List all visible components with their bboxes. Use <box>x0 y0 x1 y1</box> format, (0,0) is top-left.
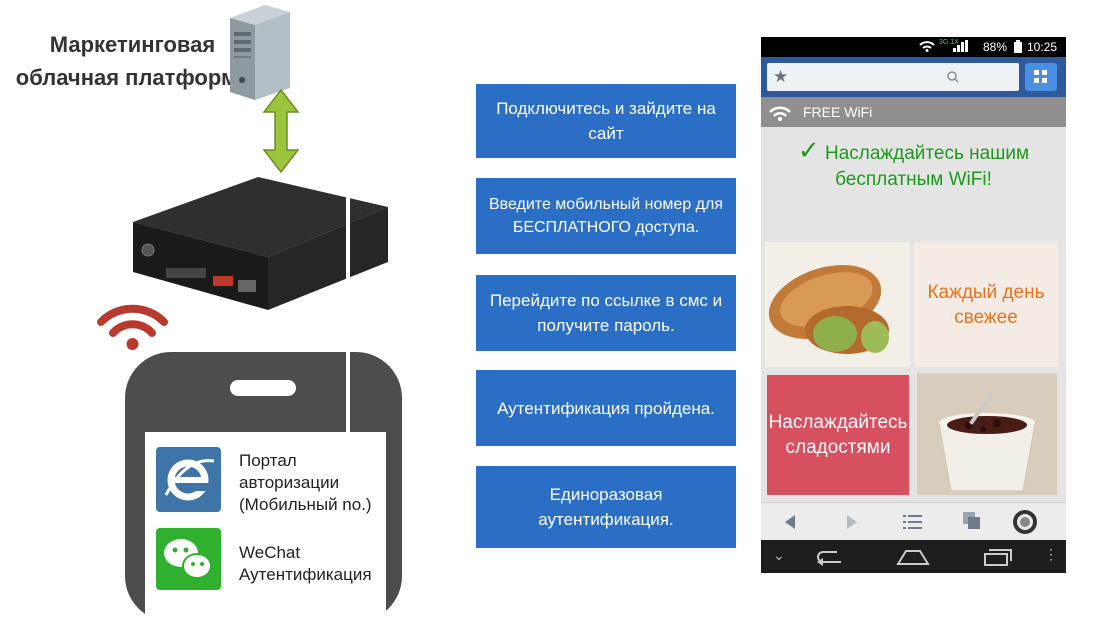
wifi-status-icon <box>919 40 935 55</box>
menu-icon[interactable] <box>903 514 923 530</box>
wechat-icon[interactable] <box>156 528 221 590</box>
step-enter-number: Введите мобильный номер для БЕСПЛАТНОГО … <box>476 178 736 254</box>
clock: 10:25 <box>1027 40 1058 54</box>
network-type: 3G 1X <box>939 39 959 46</box>
status-bar: 3G 1X 88% 10:25 <box>761 37 1066 57</box>
router-device <box>133 172 388 312</box>
wifi-banner: FREE WiFi <box>761 97 1066 127</box>
tabs-icon[interactable] <box>963 512 981 530</box>
server-icon <box>230 5 290 100</box>
browser-nav-bar <box>761 502 1066 541</box>
welcome-message: ✓ Наслаждайтесь нашим бесплатным WiFi! <box>797 135 1030 190</box>
recent-apps-icon[interactable] <box>983 547 1013 567</box>
search-icon[interactable] <box>947 71 959 83</box>
tile-sweets[interactable]: Наслаждайтесь сладостями <box>767 375 909 495</box>
tile-fresh[interactable]: Каждый день свежее <box>914 242 1058 367</box>
overflow-menu-icon[interactable]: ⋮ <box>1044 546 1058 562</box>
browser-toolbar: ★ <box>761 57 1066 97</box>
system-home-icon[interactable] <box>896 548 930 566</box>
step-connect: Подключитесь и зайдите на сайт <box>476 84 736 158</box>
portal-content: ✓ Наслаждайтесь нашим бесплатным WiFi! К… <box>761 127 1066 523</box>
forward-arrow-icon[interactable] <box>845 514 859 530</box>
address-bar[interactable]: ★ <box>767 63 1019 91</box>
apps-grid-button[interactable] <box>1025 63 1057 91</box>
home-circle-icon[interactable] <box>1011 508 1039 536</box>
chevron-down-icon[interactable]: ⌄ <box>773 547 785 563</box>
step-auth-done: Аутентификация пройдена. <box>476 370 736 446</box>
portal-auth-label: Портал авторизации (Мобильный no.) <box>239 451 372 514</box>
double-arrow-icon <box>262 88 300 174</box>
battery-level: 88% <box>983 40 1008 54</box>
android-screen: 3G 1X 88% 10:25 ★ FREE WiFi ✓ Наслаждайт… <box>761 37 1066 573</box>
system-nav-bar: ⌄ ⋮ <box>761 540 1066 573</box>
system-back-icon[interactable] <box>813 548 845 566</box>
back-arrow-icon[interactable] <box>783 514 797 530</box>
step-sms-link: Перейдите по ссылке в смс и получите пар… <box>476 275 736 351</box>
check-icon: ✓ <box>797 135 820 165</box>
platform-title: Маркетинговая облачная платформа <box>15 32 250 90</box>
bread-image[interactable] <box>765 242 910 367</box>
wechat-auth-label: WeChat Аутентификация <box>239 543 372 584</box>
dessert-image[interactable] <box>917 373 1057 495</box>
wifi-icon <box>97 304 168 350</box>
step-one-time-auth: Единоразовая аутентификация. <box>476 466 736 548</box>
battery-icon <box>1014 40 1022 56</box>
internet-explorer-icon[interactable] <box>156 447 221 512</box>
phone-speaker <box>230 380 296 396</box>
wifi-banner-label: FREE WiFi <box>803 104 873 120</box>
wifi-banner-icon <box>769 106 791 121</box>
signal-icon <box>953 40 969 55</box>
bookmark-star-icon[interactable]: ★ <box>773 67 789 86</box>
